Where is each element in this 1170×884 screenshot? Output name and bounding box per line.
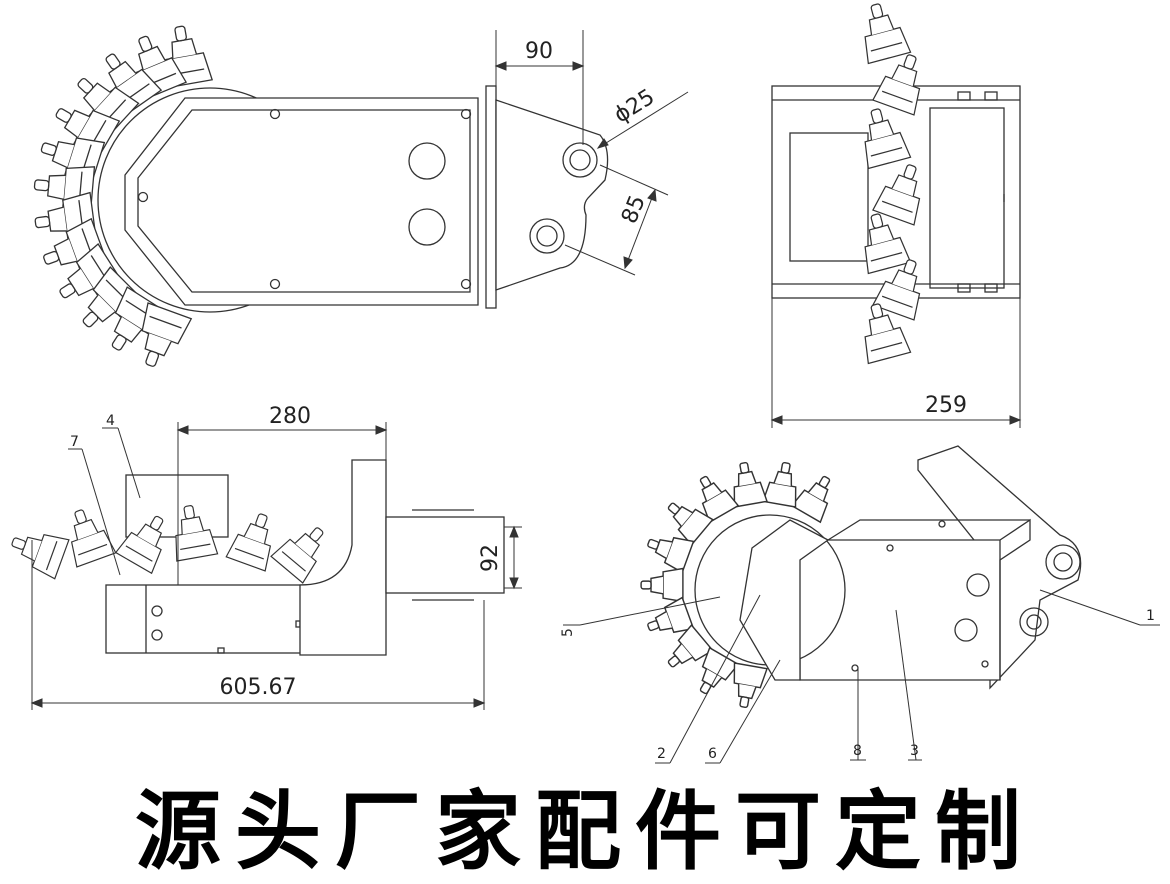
front-view: 259 (770, 0, 1022, 428)
dim-phi25-label: ϕ25 (610, 85, 659, 129)
callout-5: 5 (560, 628, 576, 637)
housing-outline (124, 97, 479, 306)
callout-7: 7 (70, 434, 79, 450)
front-window (789, 132, 869, 262)
dim-92-label: 92 (478, 544, 503, 572)
pin-hole-inner (569, 149, 591, 171)
bolt (137, 191, 149, 203)
flange-plate (485, 85, 497, 309)
callout-4: 4 (106, 413, 115, 429)
cutting-pick (167, 501, 219, 562)
dim-280 (176, 422, 388, 585)
dim-85-label: 85 (617, 192, 651, 227)
callout-box-4 (125, 474, 229, 538)
callout-8: 8 (853, 743, 862, 759)
dim-90-label: 90 (525, 39, 553, 64)
bolt (460, 278, 472, 290)
pin-hole-outer (562, 142, 598, 178)
dim-90 (494, 30, 585, 145)
banner-title: 源头厂家配件可定制 (135, 781, 1035, 882)
dim-280-label: 280 (269, 404, 311, 429)
cutting-pick (853, 0, 912, 65)
cutting-pick (270, 515, 337, 584)
side-coupler (385, 516, 505, 594)
bolt (460, 108, 472, 120)
bolt (269, 278, 281, 290)
callout-2: 2 (657, 746, 666, 762)
dim-605-label: 605.67 (220, 675, 297, 700)
callout-6: 6 (708, 746, 717, 762)
callout-1: 1 (1146, 608, 1155, 624)
dim-259-label: 259 (925, 393, 967, 418)
top-plan-view: 90 ϕ25 85 (31, 22, 689, 374)
plate-hole (408, 208, 446, 246)
iso-side-plate (739, 519, 830, 681)
side-arm (299, 459, 387, 656)
iso-hole (954, 618, 978, 642)
pin-hole-outer (529, 218, 565, 254)
cutting-pick (58, 503, 117, 568)
callout-3: 3 (910, 743, 919, 759)
iso-hole (966, 573, 990, 597)
housing-inner (137, 109, 471, 293)
dim-259 (770, 298, 1022, 428)
cutting-pick (658, 624, 714, 678)
isometric-view: 1 5 2 6 8 3 (560, 445, 1160, 764)
cutting-pick (791, 468, 842, 523)
cutting-pick (225, 507, 284, 572)
dim-85 (564, 164, 669, 276)
cutting-pick (658, 492, 714, 546)
dim-605 (30, 540, 486, 710)
cutting-pick (5, 521, 70, 580)
cutter-wheel-side (5, 501, 337, 584)
mount-bracket (495, 99, 609, 291)
cutting-pick (640, 567, 684, 603)
bolt (269, 108, 281, 120)
dim-phi25 (596, 91, 689, 149)
cutting-pick (115, 506, 179, 574)
plate-hole (408, 142, 446, 180)
dim-92 (504, 525, 522, 590)
side-view: 280 92 605.67 4 7 (5, 404, 522, 710)
pin-hole-inner (536, 225, 558, 247)
